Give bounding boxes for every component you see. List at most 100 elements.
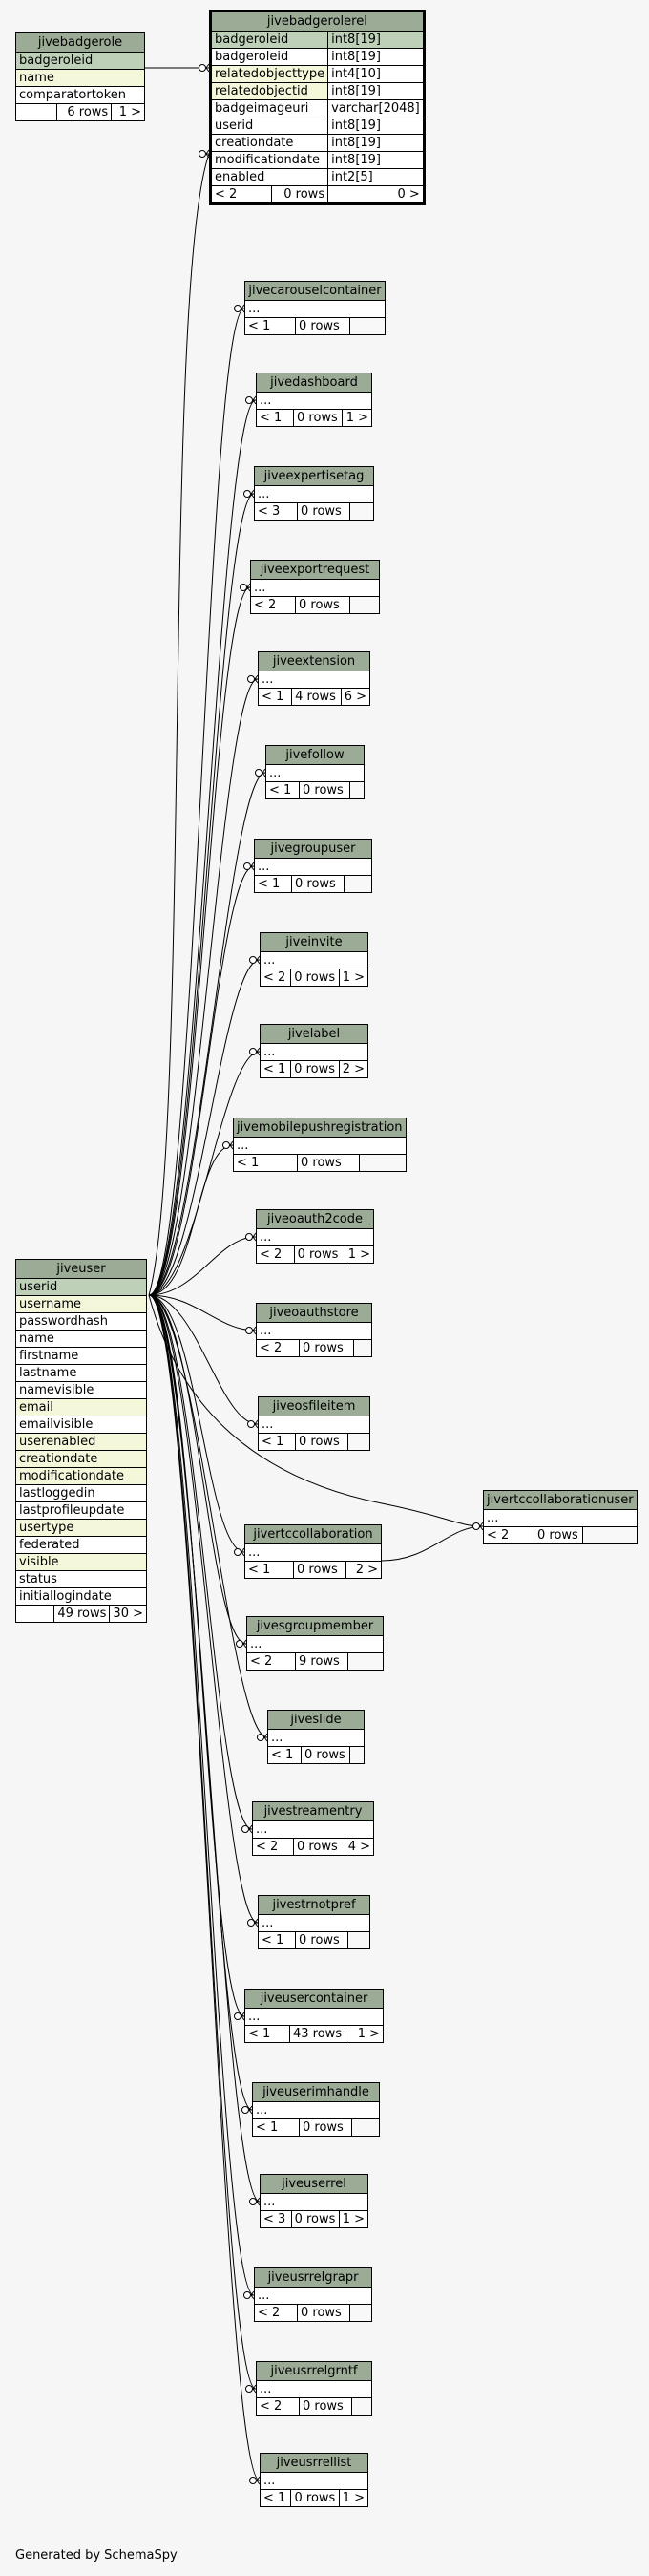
table-title: jiveslide [267,1710,365,1730]
table-title: jiveuser [15,1259,147,1279]
columns-ellipsis: ... [246,1635,384,1653]
column-row: userid [15,1278,147,1296]
edge-end-jiveinvite-many-marker [256,955,261,965]
edge-end-jivemobilepushregistration-many-marker [229,1140,234,1150]
table-jivebadgerole[interactable]: jivebadgerole badgeroleid name comparato… [15,32,145,121]
edge-jivertccollaboration-to-jivertccollaborationuser [381,1525,484,1562]
parent-count: < 1 [258,1931,296,1949]
column-row: status [15,1570,147,1588]
column-row: initiallogindate [15,1587,147,1606]
column-row: emailvisible [15,1416,147,1434]
parent-count: < 2 [252,1838,294,1856]
edge-end-jivebadgerolerel-userid-optional-marker [199,150,206,158]
columns-ellipsis: ... [258,1914,370,1932]
table-title: jivertccollaboration [244,1524,382,1544]
row-count: 0 rows [290,969,340,987]
table-title: jiveextension [258,651,370,671]
columns-ellipsis: ... [244,300,386,318]
table-title: jiveoauthstore [256,1303,372,1323]
parent-count: < 2 [483,1526,534,1544]
edge-end-jivefollow-many-marker [262,768,266,777]
edge-jiveuser-to-jivegroupuser [148,865,255,1296]
table-title: jiveoauth2code [256,1209,374,1229]
column-type: int8[19] [327,117,425,135]
parent-count: < 1 [244,317,296,335]
parent-count: < 2 [250,596,296,614]
row-count: 0 rows [299,2118,352,2137]
edge-end-jivelabel-optional-marker [249,1048,257,1055]
edge-end-jivebadgerolerel-badgeroleid-many-marker [205,63,210,73]
table-jivertccollaborationuser[interactable]: jivertccollaborationuser ... < 2 0 rows [483,1490,638,1544]
parent-count: < 2 [256,1339,300,1357]
edge-jiveuser-to-jivesgroupmember [148,1294,247,1645]
column-row: userenabled [15,1433,147,1451]
edge-end-jivertccollaborationuser-many-marker [479,1522,484,1531]
column-row: namevisible [15,1381,147,1399]
edge-end-jivestreamentry-many-marker [248,1824,253,1834]
child-count: 1 > [338,969,369,987]
parent-count: < 1 [254,875,292,893]
column-type: int8[19] [327,48,425,66]
column-name: creationdate [209,134,329,152]
parent-count [15,103,57,121]
edge-jiveuser-to-jiveuserimhandle [148,1294,253,2111]
table-title: jivefollow [265,745,365,765]
columns-ellipsis: ... [256,1322,372,1340]
row-count: 0 rows [291,875,345,893]
edge-end-jivebadgerolerel-badgeroleid-optional-marker [199,64,206,72]
table-title: jiveexportrequest [250,560,380,580]
row-count: 0 rows [295,1433,348,1451]
columns-ellipsis: ... [250,579,380,597]
column-row: visible [15,1553,147,1571]
row-count: 0 rows [290,1060,340,1078]
edge-end-jiveuserrel-optional-marker [249,2198,257,2205]
row-count: 0 rows [293,1561,346,1579]
table-title: jivelabel [260,1024,368,1044]
child-count [359,1154,407,1172]
edge-end-jivebadgerolerel-userid-many-marker [205,149,210,159]
parent-count: < 2 [246,1652,296,1671]
row-count: 0 rows [297,2304,350,2322]
table-jiveuser[interactable]: jiveuser userid username passwordhash na… [14,1259,147,1623]
child-count [349,596,380,614]
column-row: email [15,1398,147,1416]
row-count: 0 rows [534,1526,583,1544]
child-count [344,875,372,893]
child-count [349,317,386,335]
parent-count: < 1 [257,688,293,706]
edge-end-jiveexpertisetag-optional-marker [243,490,251,498]
edge-end-jiveusrrellist-many-marker [256,2476,261,2485]
row-count: 0 rows [295,596,350,614]
table-title: jivecarouselcontainer [244,281,386,301]
edge-end-jiveuserrel-many-marker [256,2197,261,2206]
edge-end-jiveslide-many-marker [263,1733,268,1742]
column-name: badgeroleid [209,48,329,66]
parent-count: < 2 [256,1245,295,1264]
parent-count: < 1 [258,1433,296,1451]
